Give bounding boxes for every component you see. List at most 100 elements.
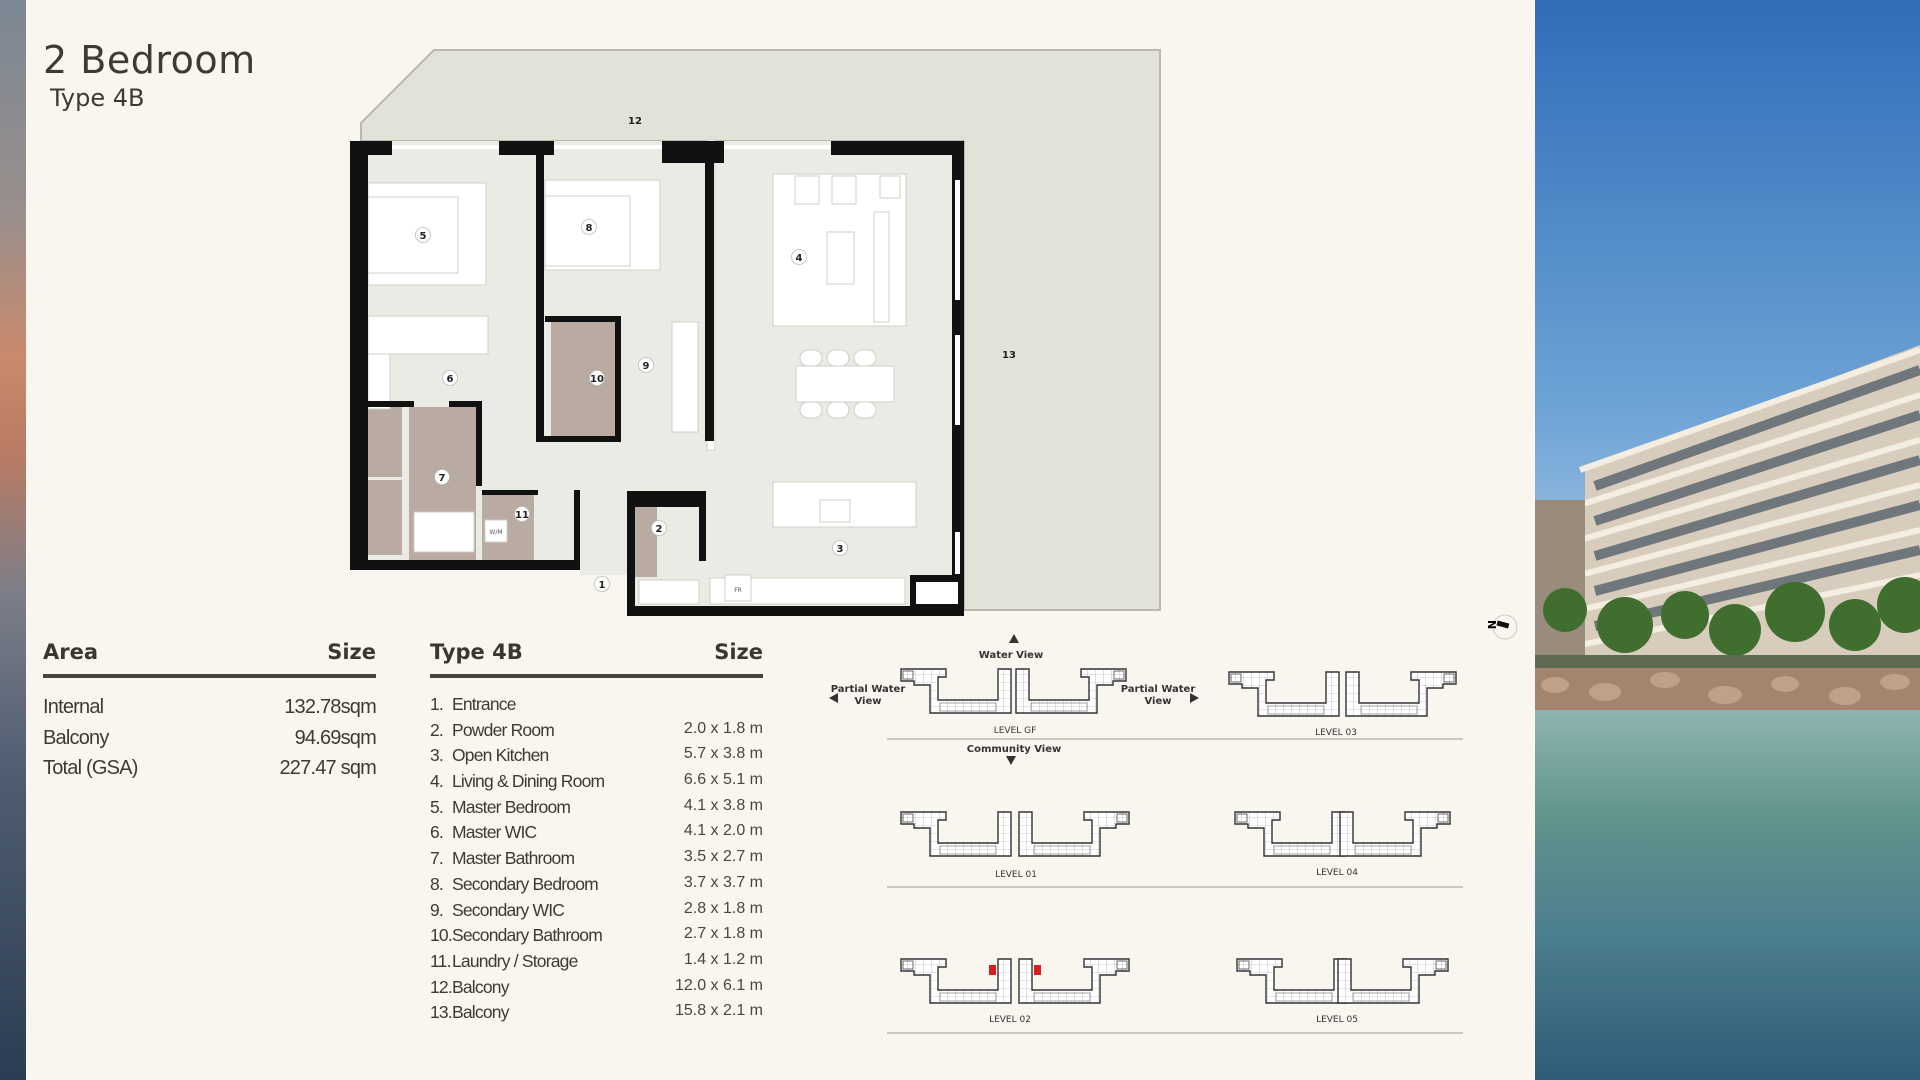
level-05-plan: [1236, 958, 1449, 1004]
area-table-header: Area Size: [43, 640, 376, 678]
marker-number: 5: [420, 231, 427, 242]
north-compass-icon: N: [1485, 614, 1518, 640]
room-label: Secondary WIC: [452, 899, 565, 920]
marker-circle: [791, 249, 807, 265]
marker-number: 9: [643, 361, 650, 372]
partial-water-view-left-label: Partial Water: [831, 684, 906, 695]
community-view-label: Community View: [967, 744, 1062, 755]
level-label: LEVEL 04: [1316, 868, 1358, 878]
room-label: Entrance: [452, 694, 516, 714]
arrow-up-icon: [1009, 634, 1019, 643]
windows: [392, 145, 960, 604]
arrow-left-icon: [829, 693, 838, 703]
photo-illustration: [1535, 0, 1920, 1080]
page-title: 2 Bedroom: [43, 38, 256, 82]
level-label: LEVEL 02: [989, 1015, 1031, 1025]
room-row: 1. Entrance: [430, 694, 763, 720]
marker-circle: [832, 540, 848, 556]
room-marker: 1: [594, 576, 610, 592]
marker-circle: [594, 576, 610, 592]
room-number: 11.: [430, 950, 451, 971]
room-label: Laundry / Storage: [452, 950, 578, 971]
room-size: 12.0 x 6.1 m: [674, 976, 763, 994]
room-name: 4.Living & Dining Room: [430, 771, 605, 797]
key-plan: Water View Partial Water View Partial Wa…: [829, 634, 1463, 1034]
room-name: 11.Laundry / Storage: [430, 951, 578, 977]
area-label: Total (GSA): [43, 757, 138, 779]
room-name: 2.Powder Room: [430, 719, 555, 746]
room-label: Open Kitchen: [452, 745, 549, 766]
room-size: 4.1 x 2.0 m: [683, 822, 763, 840]
north-label: N: [1485, 620, 1498, 629]
room-marker: 2: [651, 520, 667, 536]
fridge-label: FR: [734, 587, 742, 594]
room-number: 1.: [430, 694, 444, 714]
page-subtitle: Type 4B: [50, 84, 145, 112]
room-label: Secondary Bathroom: [452, 925, 603, 946]
walls: [350, 141, 964, 616]
room-number: 13.: [430, 1002, 453, 1023]
room-size: 6.6 x 5.1 m: [683, 771, 763, 789]
room-number: 5.: [430, 796, 444, 817]
room-label: Balcony: [452, 1002, 509, 1023]
room-number: 2.: [430, 719, 444, 740]
marker-number: 4: [796, 253, 803, 264]
area-label: Internal: [43, 696, 104, 718]
area-row: Total (GSA)227.47 sqm: [43, 757, 377, 788]
room-marker: 8: [581, 219, 597, 235]
room-marker: 7: [434, 469, 450, 485]
area-value: 132.78sqm: [284, 696, 377, 718]
room-size: 5.7 x 3.8 m: [683, 745, 763, 763]
partial-water-view-right-label-2: View: [1144, 696, 1171, 707]
level-label: LEVEL 01: [995, 870, 1037, 880]
room-size: 3.7 x 3.7 m: [683, 873, 763, 891]
room-marker: 12: [628, 116, 642, 127]
marker-circle: [514, 506, 530, 522]
marker-circle: [415, 227, 431, 243]
room-marker: 10: [589, 370, 605, 386]
type-header-label: Type 4B: [430, 640, 523, 664]
level-label: LEVEL 03: [1315, 728, 1357, 738]
level-label: LEVEL 05: [1316, 1015, 1358, 1025]
room-name: 3.Open Kitchen: [430, 745, 549, 771]
room-marker: 13: [1002, 350, 1016, 361]
room-label: Master Bathroom: [452, 848, 575, 869]
room-marker: 9: [638, 357, 654, 373]
room-name: 1. Entrance: [430, 694, 516, 720]
unit-highlight-marker: [1034, 965, 1041, 975]
room-name: 7. Master Bathroom: [430, 848, 575, 874]
marker-circle: [581, 219, 597, 235]
room-marker: 4: [791, 249, 807, 265]
marker-number: 12: [628, 116, 642, 127]
room-size: 3.5 x 2.7 m: [683, 848, 763, 866]
rooms-table-header: Type 4B Size: [430, 640, 763, 678]
marker-number: 10: [590, 374, 604, 385]
level-gf-plan: [900, 668, 1127, 714]
room-marker: 6: [442, 370, 458, 386]
marker-circle: [589, 370, 605, 386]
room-number: 9.: [430, 899, 444, 920]
level-03-plan: [1228, 671, 1457, 717]
room-size: 15.8 x 2.1 m: [674, 1002, 763, 1020]
unit-highlight-marker: [989, 965, 996, 975]
waterfront-rendering-photo: [1535, 0, 1920, 1080]
room-row: 4.Living & Dining Room 6.6 x 5.1 m: [430, 771, 763, 797]
size-header-label: Size: [714, 640, 763, 664]
room-size: 4.1 x 3.8 m: [683, 796, 763, 814]
room-name: 13.Balcony: [430, 1002, 509, 1028]
room-marker: 3: [832, 540, 848, 556]
room-number: 7.: [430, 848, 444, 869]
room-name: 10.Secondary Bathroom: [430, 925, 603, 951]
marker-circle: [638, 357, 654, 373]
